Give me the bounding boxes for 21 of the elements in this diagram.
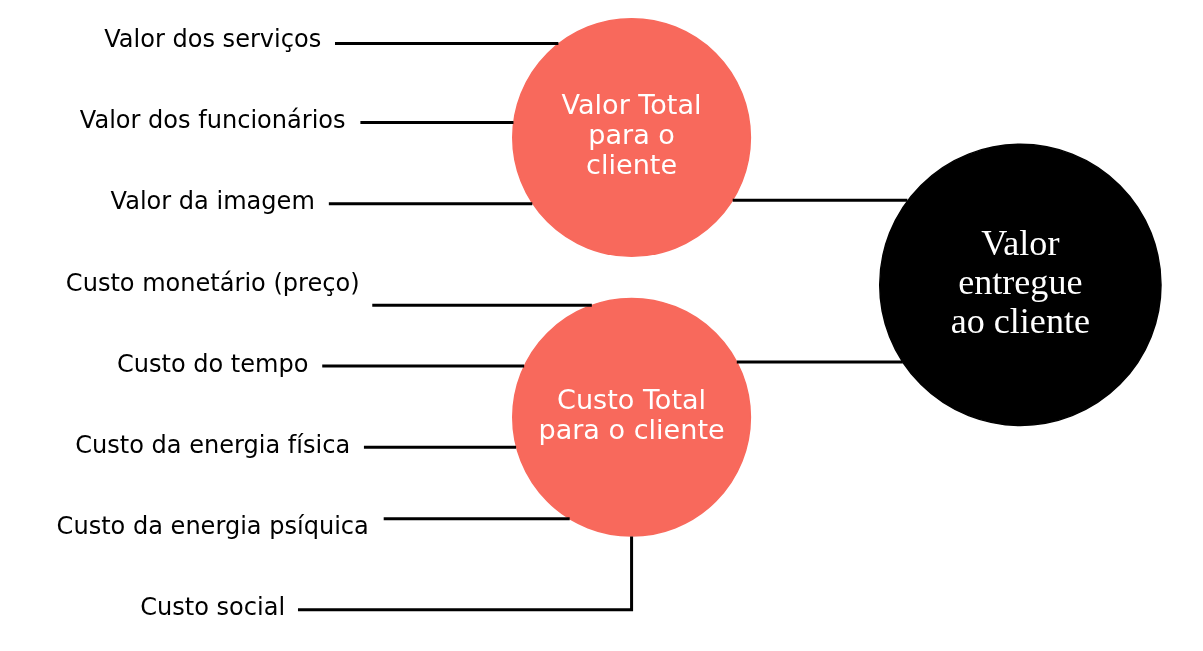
node-text: Custo da energia física bbox=[75, 431, 351, 460]
connector bbox=[383, 517, 570, 521]
connector bbox=[335, 42, 559, 45]
connector bbox=[328, 202, 533, 206]
connector bbox=[360, 120, 514, 124]
node-text: Valor da imagem bbox=[110, 187, 315, 216]
node-circle: Valor entregue ao cliente bbox=[879, 143, 1162, 427]
node-text: Custo do tempo bbox=[116, 349, 309, 378]
node-circle: Valor Total para o cliente bbox=[512, 17, 752, 258]
connector bbox=[298, 536, 634, 612]
node-text: Valor dos serviços bbox=[104, 24, 322, 53]
node-circle: Custo Total para o cliente bbox=[512, 297, 752, 537]
connector bbox=[372, 303, 592, 307]
node-text: Valor dos funcionários bbox=[79, 106, 346, 135]
connector bbox=[322, 364, 525, 368]
connector bbox=[732, 198, 908, 202]
node-text: Custo monetário (preço) bbox=[65, 268, 360, 297]
connector bbox=[736, 360, 903, 364]
node-text: Custo da energia psíquica bbox=[56, 512, 369, 541]
node-text: Custo social bbox=[140, 593, 286, 622]
connector bbox=[363, 445, 517, 449]
